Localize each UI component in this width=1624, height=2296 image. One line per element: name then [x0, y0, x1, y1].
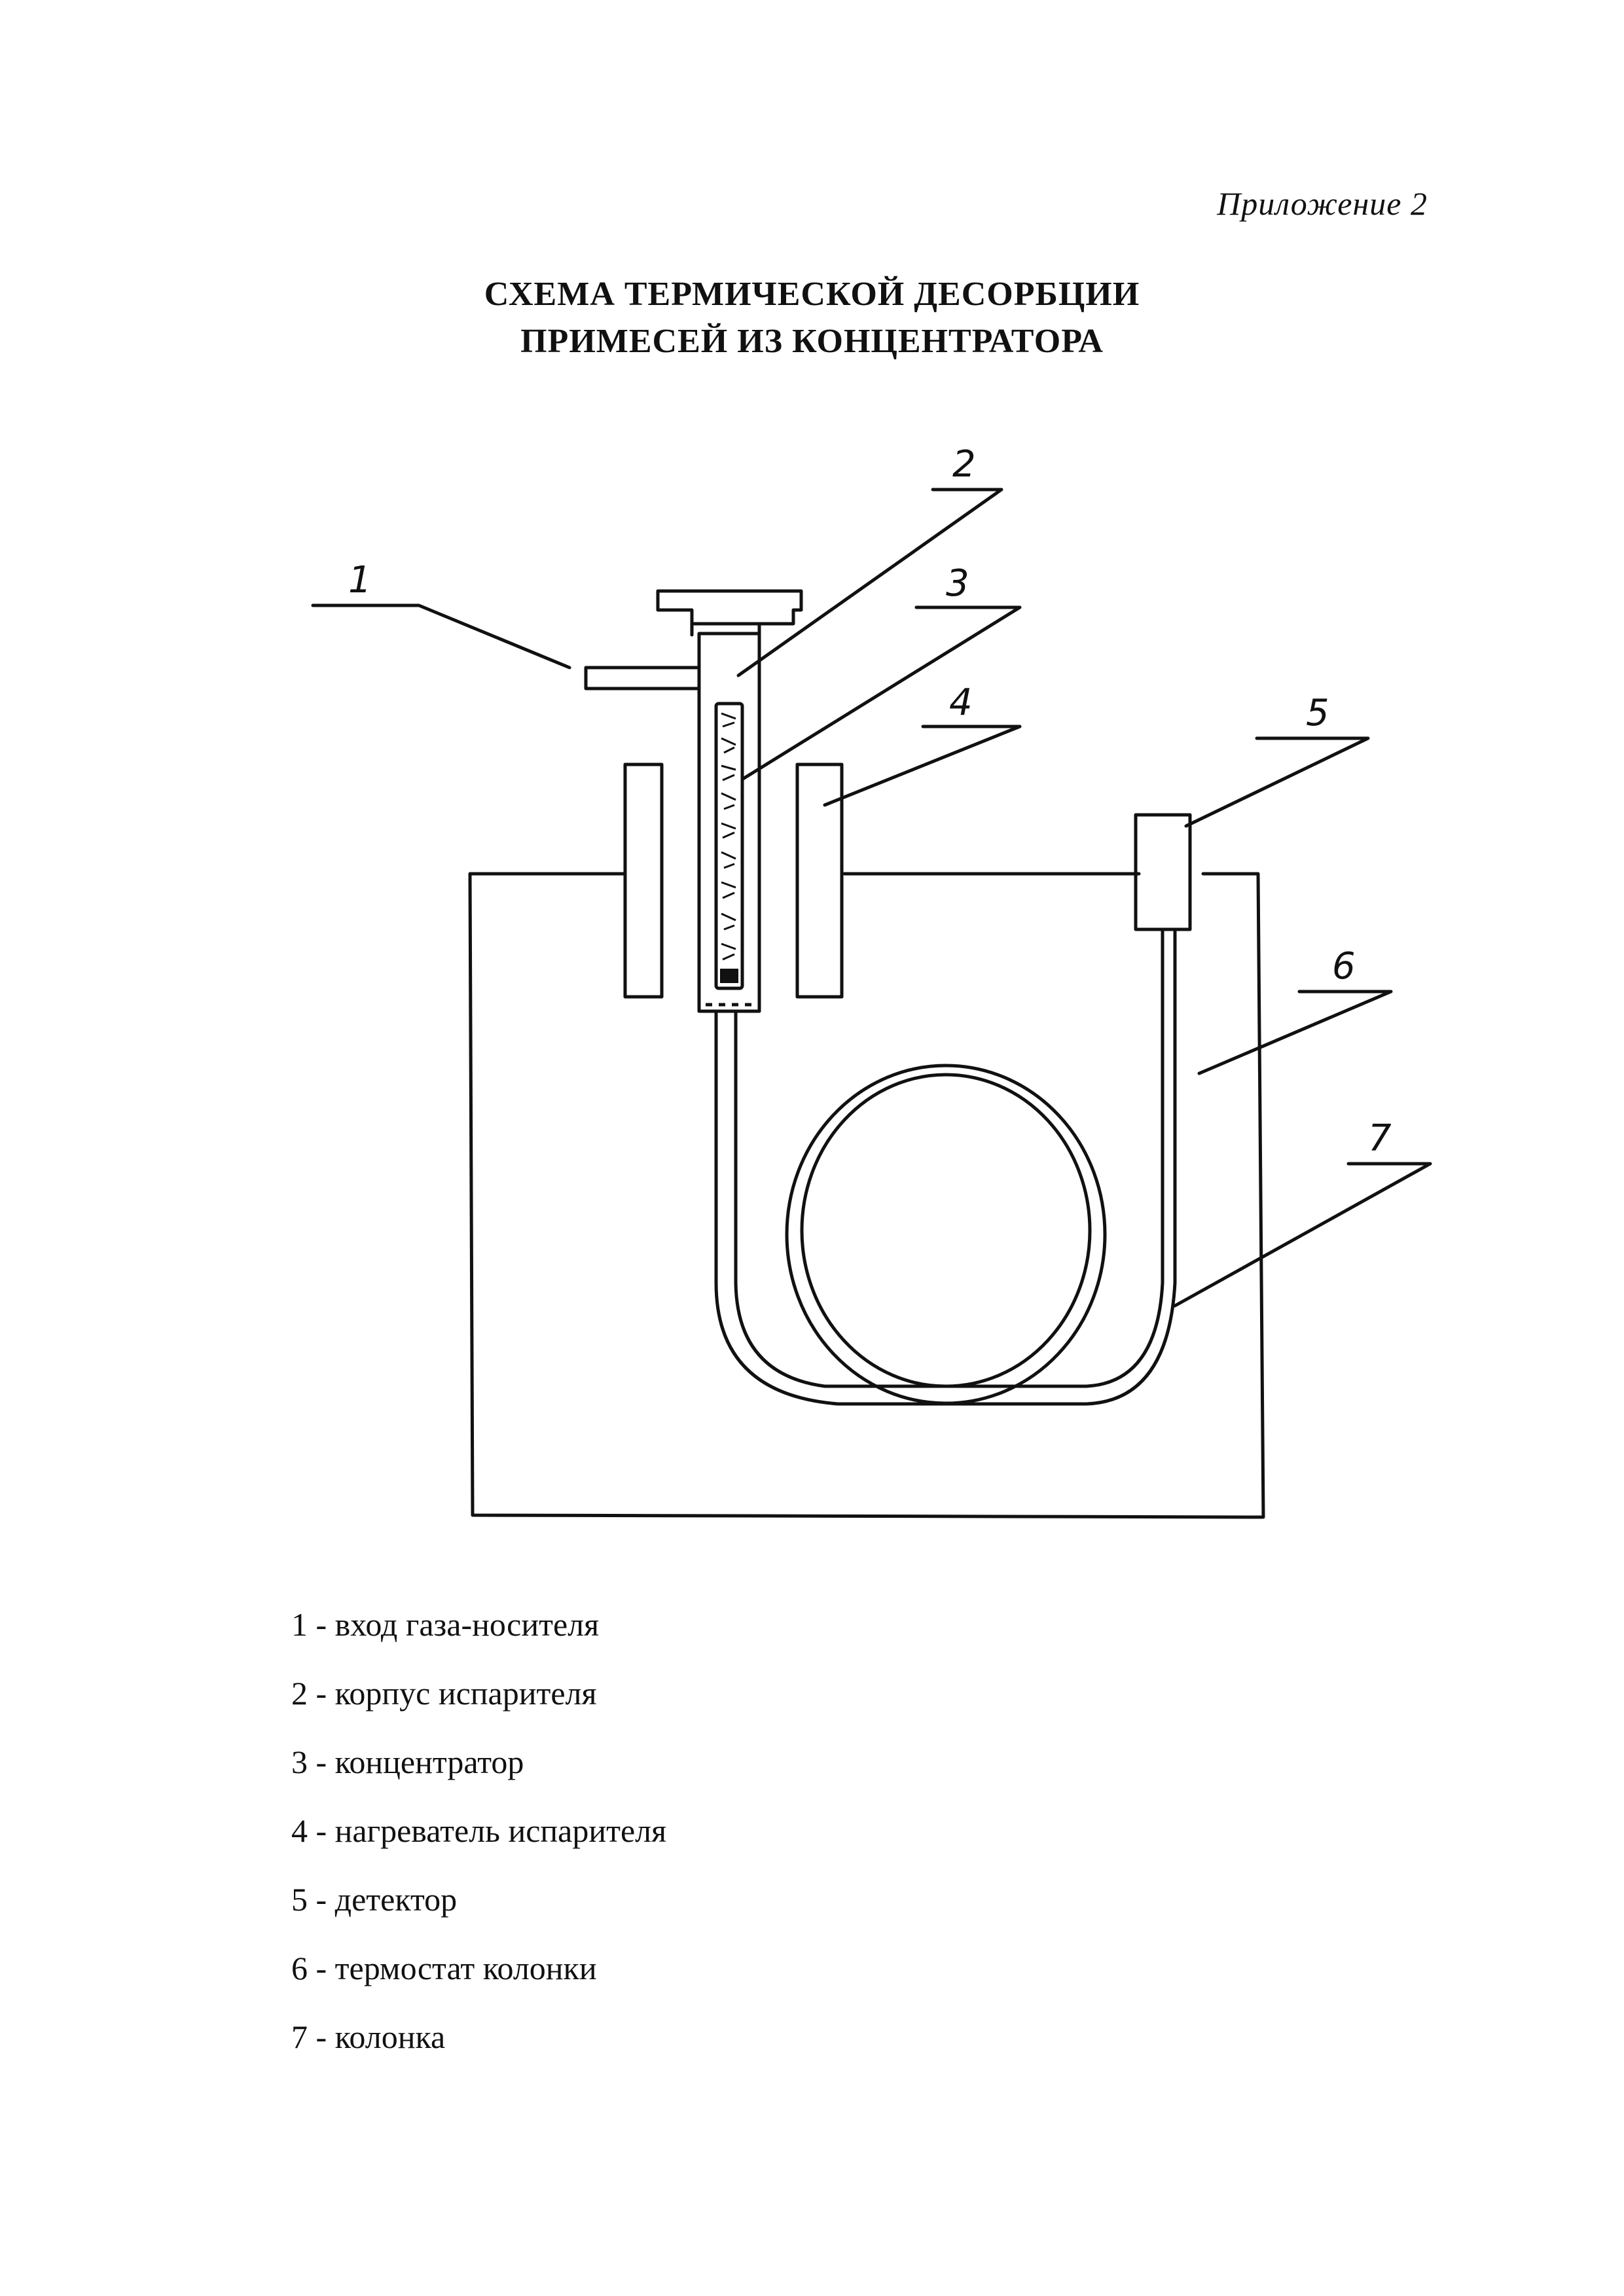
leader-2	[736, 488, 1003, 677]
callout-7: 7	[1368, 1117, 1392, 1160]
evaporator-heater-left	[623, 762, 664, 999]
leader-7	[1173, 1162, 1432, 1308]
concentrator-tube	[714, 702, 744, 990]
callout-3: 3	[946, 562, 969, 605]
callout-4: 4	[949, 681, 973, 724]
leader-3	[741, 605, 1022, 781]
leader-6	[1197, 990, 1393, 1075]
concentrator-sorbent	[721, 712, 736, 961]
column-thermostat-box	[468, 872, 1265, 1519]
callout-5: 5	[1306, 692, 1329, 734]
leader-4	[823, 725, 1022, 807]
callout-2: 2	[952, 443, 976, 486]
concentrator-plug	[720, 969, 738, 983]
detector	[1134, 813, 1192, 931]
legend-item: 3 - концентратор	[291, 1744, 524, 1780]
legend-item: 1 - вход газа-носителя	[291, 1606, 600, 1643]
legend-item: 5 - детектор	[291, 1881, 458, 1918]
appendix-label: Приложение 2	[1217, 185, 1428, 222]
page-title-line-2: ПРИМЕСЕЙ ИЗ КОНЦЕНТРАТОРА	[520, 323, 1104, 360]
callout-6: 6	[1332, 945, 1356, 988]
leader-1	[311, 603, 571, 670]
evaporator-body	[697, 632, 761, 1013]
evaporator-heater-right	[795, 762, 844, 999]
carrier-gas-inlet-tube	[584, 666, 700, 691]
column-coil-inner	[800, 1073, 1092, 1388]
page-title-line-1: СХЕМА ТЕРМИЧЕСКОЙ ДЕСОРБЦИИ	[484, 276, 1140, 313]
leader-5	[1184, 736, 1370, 828]
legend-item: 4 - нагреватель испарителя	[291, 1812, 667, 1849]
legend-list: 1 - вход газа-носителя 2 - корпус испари…	[291, 1590, 666, 2072]
legend-item: 6 - термостат колонки	[291, 1950, 597, 1986]
legend-item: 7 - колонка	[291, 2018, 446, 2055]
column-tube-outer	[714, 927, 1177, 1406]
evaporator-cap	[656, 589, 803, 626]
column-coil-outer	[785, 1064, 1107, 1405]
callout-1: 1	[348, 559, 372, 601]
legend-item: 2 - корпус испарителя	[291, 1675, 597, 1712]
